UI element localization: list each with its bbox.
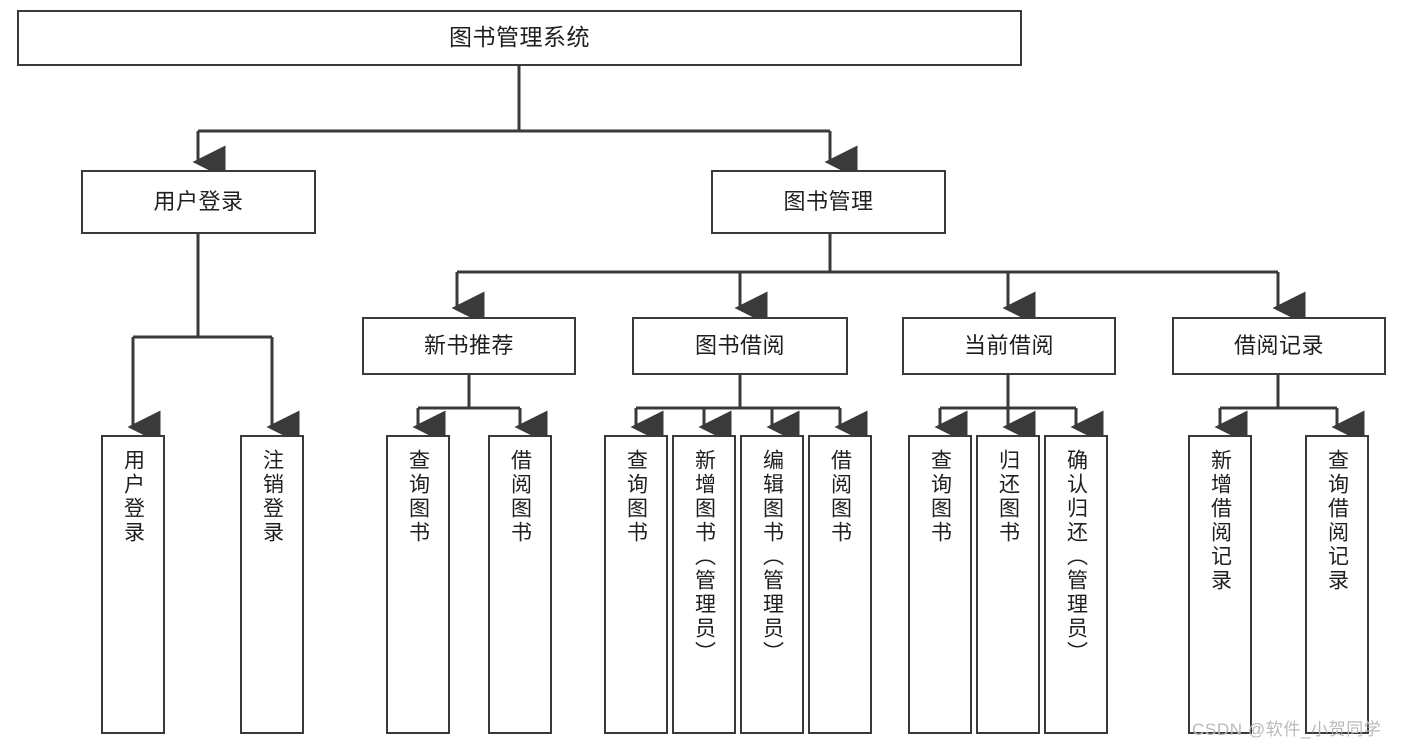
node-borrow-record[interactable]: 借阅记录 xyxy=(1172,317,1386,375)
node-leaf-query-book-nb[interactable]: 查询图书 xyxy=(386,435,450,734)
node-root-system[interactable]: 图书管理系统 xyxy=(17,10,1022,66)
node-leaf-query-book-bb[interactable]: 查询图书 xyxy=(604,435,668,734)
node-leaf-borrow-book-nb[interactable]: 借阅图书 xyxy=(488,435,552,734)
node-label: 查询图书 xyxy=(406,449,430,545)
node-label: 图书借阅 xyxy=(694,333,785,359)
node-label: 注销登录 xyxy=(260,449,284,545)
node-label: 新增借阅记录 xyxy=(1208,449,1232,593)
node-leaf-user-login[interactable]: 用户登录 xyxy=(101,435,165,734)
node-book-manage[interactable]: 图书管理 xyxy=(711,170,946,234)
node-label: 图书管理 xyxy=(783,189,874,215)
node-new-book-recommend[interactable]: 新书推荐 xyxy=(362,317,576,375)
node-label: 用户登录 xyxy=(153,189,244,215)
node-label: 查询图书 xyxy=(928,449,952,545)
node-leaf-query-book-cb[interactable]: 查询图书 xyxy=(908,435,972,734)
node-label: 图书管理系统 xyxy=(449,24,590,51)
node-label: 当前借阅 xyxy=(963,333,1054,359)
node-label: 新书推荐 xyxy=(423,333,514,359)
node-label: 借阅记录 xyxy=(1233,333,1324,359)
node-label: 借阅图书 xyxy=(508,449,532,545)
node-leaf-return-book[interactable]: 归还图书 xyxy=(976,435,1040,734)
node-leaf-logout[interactable]: 注销登录 xyxy=(240,435,304,734)
node-user-login[interactable]: 用户登录 xyxy=(81,170,316,234)
node-book-borrow[interactable]: 图书借阅 xyxy=(632,317,848,375)
node-label: 借阅图书 xyxy=(828,449,852,545)
node-leaf-borrow-book-bb[interactable]: 借阅图书 xyxy=(808,435,872,734)
node-label: 查询图书 xyxy=(624,449,648,545)
node-label: 确认归还（管理员） xyxy=(1064,449,1088,665)
node-label: 新增图书（管理员） xyxy=(692,449,716,665)
node-current-borrow[interactable]: 当前借阅 xyxy=(902,317,1116,375)
node-leaf-query-borrow-record[interactable]: 查询借阅记录 xyxy=(1305,435,1369,734)
node-label: 用户登录 xyxy=(121,449,145,545)
node-label: 查询借阅记录 xyxy=(1325,449,1349,593)
node-label: 编辑图书（管理员） xyxy=(760,449,784,665)
node-leaf-confirm-return-admin[interactable]: 确认归还（管理员） xyxy=(1044,435,1108,734)
node-leaf-edit-book-admin[interactable]: 编辑图书（管理员） xyxy=(740,435,804,734)
node-leaf-add-book-admin[interactable]: 新增图书（管理员） xyxy=(672,435,736,734)
node-label: 归还图书 xyxy=(996,449,1020,545)
node-leaf-add-borrow-record[interactable]: 新增借阅记录 xyxy=(1188,435,1252,734)
